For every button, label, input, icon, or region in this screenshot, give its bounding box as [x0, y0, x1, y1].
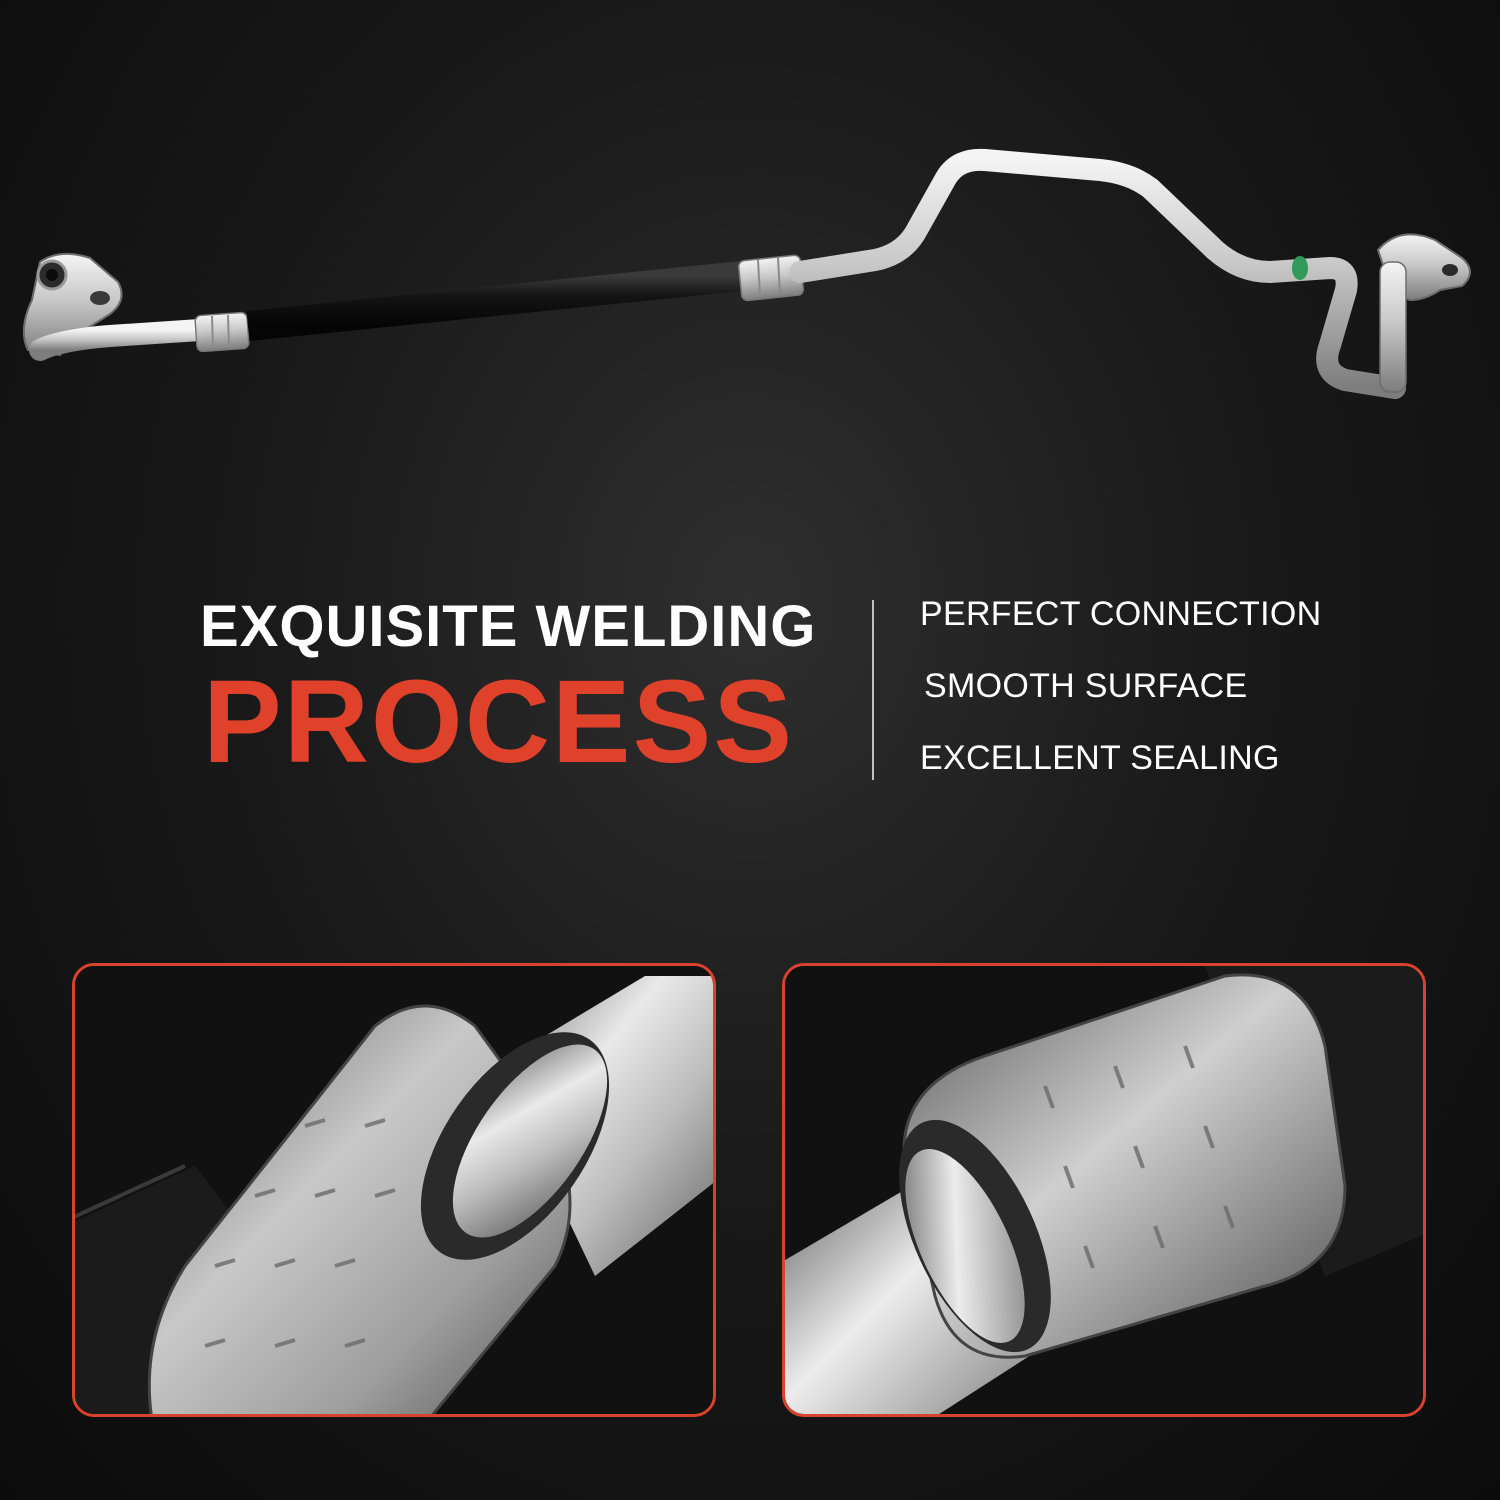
right-ferrule — [737, 254, 805, 302]
closeup-weld-image-right — [785, 966, 1423, 1414]
headline-line-2: PROCESS — [203, 656, 795, 788]
headline-line-1: EXQUISITE WELDING — [200, 594, 817, 659]
closeup-panel-left — [72, 963, 716, 1417]
left-ferrule — [194, 311, 250, 353]
right-flange-fitting — [1376, 233, 1471, 393]
feature-item: PERFECT CONNECTION — [920, 595, 1322, 633]
feature-list: PERFECT CONNECTION SMOOTH SURFACE EXCELL… — [920, 595, 1340, 811]
left-flange-fitting — [22, 252, 123, 357]
closeup-panel-right — [782, 963, 1426, 1417]
vertical-divider — [872, 600, 874, 780]
feature-item: SMOOTH SURFACE — [924, 667, 1248, 705]
feature-item: EXCELLENT SEALING — [920, 739, 1280, 777]
headline-block: EXQUISITE WELDING PROCESS PERFECT CONNEC… — [0, 585, 1500, 795]
closeup-weld-image-left — [75, 966, 713, 1414]
